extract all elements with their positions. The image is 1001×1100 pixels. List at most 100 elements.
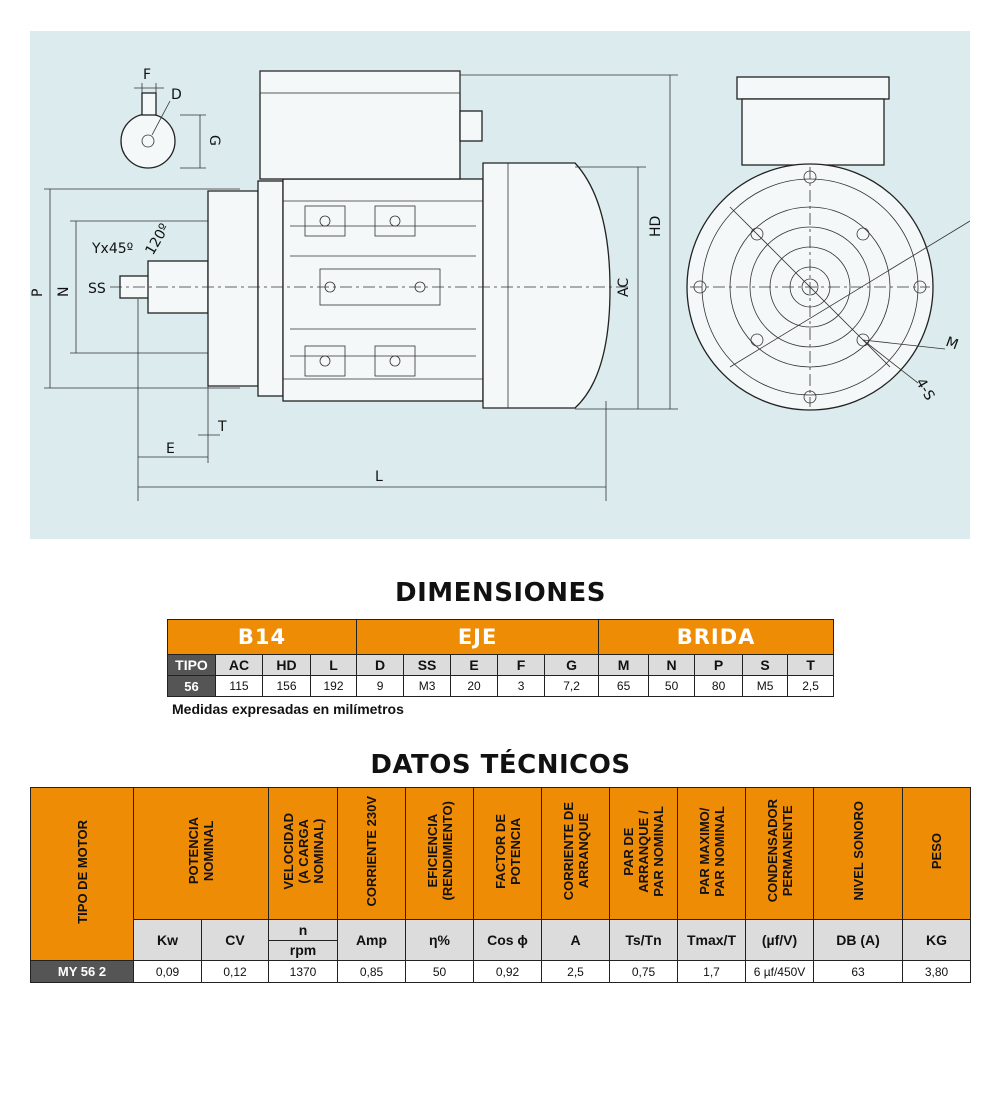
technical-header-row: TIPO DE MOTOR POTENCIA NOMINAL VELOCIDAD… [30,787,1001,961]
tec-value: 1370 [268,960,338,983]
dim-label-s: 4-S [912,376,937,404]
dim-value: 156 [262,675,311,697]
dim-header: S [742,654,789,676]
tec-value: 0,09 [133,960,202,983]
dim-label-y: Yx45º [91,241,133,257]
dim-label-ss: SS [88,281,106,297]
dim-header: F [497,654,546,676]
dim-value: 56 [167,675,216,697]
tec-value: 3,80 [902,960,971,983]
dim-label-ac: AC [616,278,632,297]
dim-value: 7,2 [544,675,600,697]
technical-title: DATOS TÉCNICOS [370,750,631,780]
unit-cell: Tmax/T [677,919,746,961]
technical-value-row: MY 56 2 0,09 0,12 1370 0,85 50 0,92 2,5 … [30,960,1001,983]
dim-header: HD [262,654,311,676]
dim-value: 20 [450,675,499,697]
unit-cell: Ts/Tn [609,919,678,961]
dim-label-t: T [217,419,227,435]
header-tipo-motor: TIPO DE MOTOR [30,787,134,961]
dim-header: AC [215,654,263,676]
dim-value: M5 [742,675,789,697]
unit-cell: (µf/V) [745,919,814,961]
technical-table: TIPO DE MOTOR POTENCIA NOMINAL VELOCIDAD… [30,787,1001,983]
unit-cell: Kw [133,919,202,961]
tec-value: 0,85 [337,960,406,983]
dim-value: M3 [403,675,452,697]
dim-label-angle: 120º [143,221,174,258]
tec-value: 2,5 [541,960,610,983]
dim-header: E [450,654,499,676]
dim-value: 2,5 [787,675,835,697]
header-corriente: CORRIENTE 230V [337,787,406,920]
tec-value: 0,92 [473,960,542,983]
dim-value: 65 [598,675,650,697]
dim-value: 80 [694,675,744,697]
header-par-arranque: PAR DE ARRANQUE / PAR NOMINAL [609,787,678,920]
header-velocidad: VELOCIDAD (A CARGA NOMINAL) [268,787,338,920]
unit-cell: Amp [337,919,406,961]
motor-side-view [110,70,630,409]
header-par-maximo: PAR MAXIMO/ PAR NOMINAL [677,787,746,920]
header-potencia: POTENCIA NOMINAL [133,787,269,920]
dim-label-g: G [206,135,222,146]
dim-header: D [356,654,405,676]
dim-value: 50 [648,675,696,697]
header-condensador: CONDENSADOR PERMANENTE [745,787,814,920]
group-b14: B14 [166,619,358,655]
dim-header: SS [403,654,452,676]
unit-cell: DB (A) [813,919,903,961]
tec-value: 6 µf/450V [745,960,814,983]
unit-cell: KG [902,919,971,961]
group-brida: BRIDA [598,619,835,655]
tec-value: MY 56 2 [30,960,134,983]
unit-cell: η% [405,919,474,961]
motor-dimension-drawing: F D G P N [30,31,970,539]
tec-value: 63 [813,960,903,983]
unit-rpm: rpm [289,942,317,959]
header-peso: PESO [902,787,971,920]
dim-value: 3 [497,675,546,697]
header-corriente-arranque: CORRIENTE DE ARRANQUE [541,787,610,920]
dim-header: T [787,654,835,676]
dimensions-value-row: 56 115 156 192 9 M3 20 3 7,2 65 50 80 M5… [167,675,835,697]
dim-value: 9 [356,675,405,697]
unit-cell: Cos ϕ [473,919,542,961]
unit-n: n [269,920,337,941]
dim-header: N [648,654,696,676]
dim-label-p: P [30,289,46,297]
dim-header: TIPO [167,654,216,676]
dim-header: G [544,654,600,676]
tec-value: 0,75 [609,960,678,983]
dim-label-hd: HD [648,216,664,237]
unit-cell: CV [201,919,269,961]
header-nivel-sonoro: NIVEL SONORO [813,787,903,920]
tec-value: 1,7 [677,960,746,983]
dim-label-m: M [944,334,961,353]
dim-label-d: D [171,87,182,103]
motor-front-view [686,76,970,411]
dim-label-l: L [375,469,383,485]
dimensions-header-row: TIPO AC HD L D SS E F G M N P S T [167,654,835,676]
group-eje: EJE [356,619,600,655]
dim-header: L [309,654,358,676]
dim-value: 115 [215,675,263,697]
dim-label-n: N [56,287,72,297]
dim-header: M [598,654,650,676]
unit-cell: A [541,919,610,961]
dimensions-title: DIMENSIONES [395,578,606,608]
dimensions-note: Medidas expresadas en milímetros [172,701,404,717]
dim-label-f: F [143,67,151,83]
tec-value: 50 [405,960,474,983]
dimensions-table: B14 EJE BRIDA TIPO AC HD L D SS E F G M … [166,619,835,697]
dim-value: 192 [309,675,358,697]
header-eficiencia: EFICIENCIA (RENDIMIENTO) [405,787,474,920]
tec-value: 0,12 [201,960,269,983]
dimensions-group-row: B14 EJE BRIDA [166,619,835,655]
header-factor-potencia: FACTOR DE POTENCIA [473,787,542,920]
shaft-section-detail [120,83,206,169]
dim-header: P [694,654,744,676]
drawing-svg: F D G P N [30,67,970,501]
